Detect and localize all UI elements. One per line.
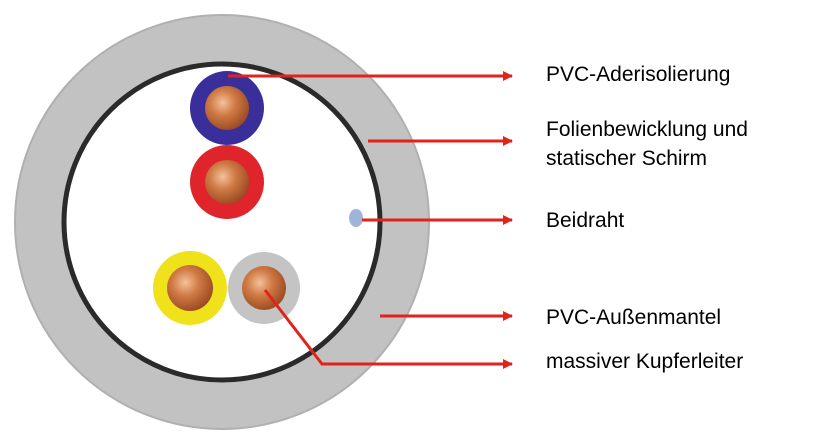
copper-core-blue [205,86,249,130]
arrow-copper-conductor [263,289,513,369]
copper-core-yellow [167,265,213,311]
label-outer-sheath: PVC-Außenmantel [546,306,722,329]
label-foil-wrap-line2: statischer Schirm [546,147,708,170]
copper-core-gray [242,266,286,310]
label-solid-copper: massiver Kupferleiter [546,350,744,373]
drain-wire [349,209,363,227]
wire-blue [190,71,264,145]
wire-yellow [153,251,227,325]
label-pvc-insulation: PVC-Aderisolierung [546,63,731,86]
pointer-arrows [228,71,513,369]
wire-gray [228,252,300,324]
label-foil-wrap-line1: Folienbewicklung und [546,118,748,141]
label-drain-wire: Beidraht [546,209,625,232]
copper-core-red [205,160,249,204]
wire-red [190,145,264,219]
filler-area [67,67,377,377]
